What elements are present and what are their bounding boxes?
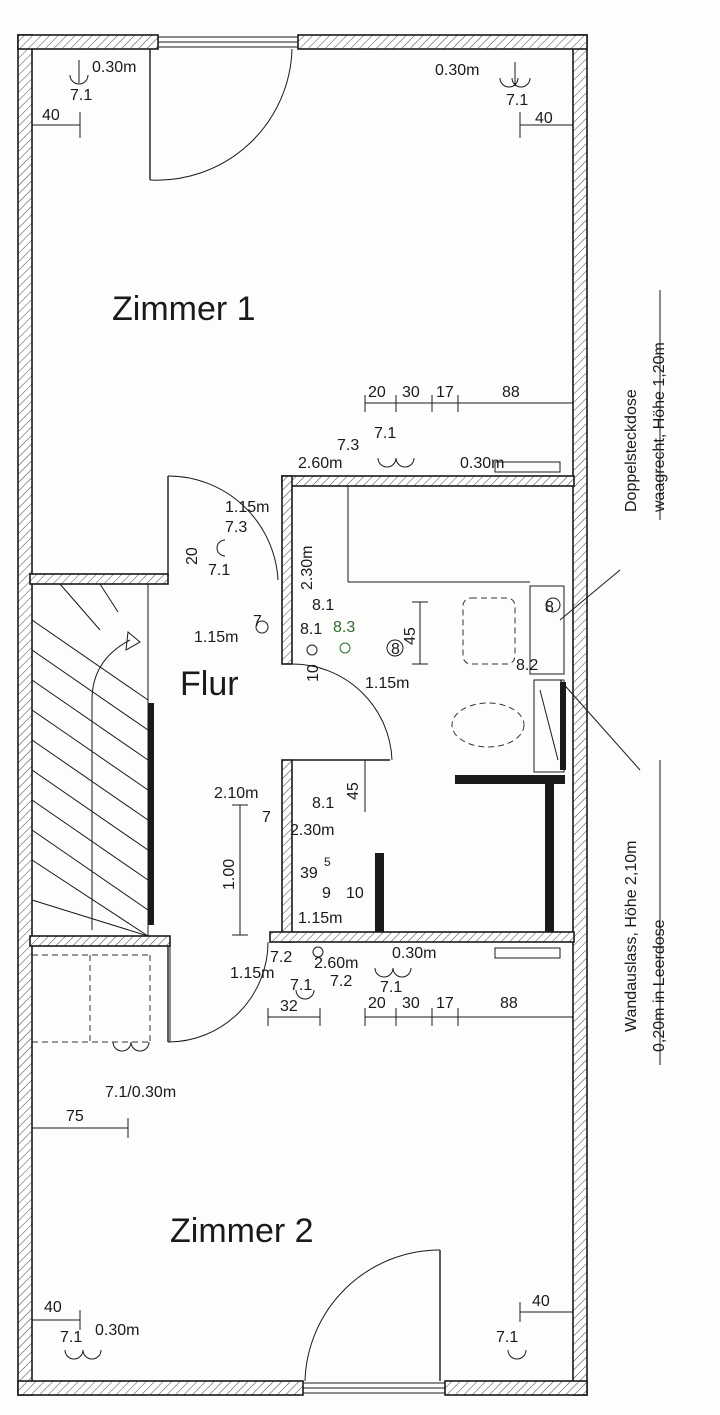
label: 20 xyxy=(368,384,386,401)
label: 2.60m xyxy=(298,455,342,472)
label: 7.1/0.30m xyxy=(105,1084,176,1101)
label: 17 xyxy=(436,384,454,401)
label: 8.1 xyxy=(312,795,334,812)
label: 0.30m xyxy=(392,945,436,962)
label: 32 xyxy=(280,998,298,1015)
room-name-zimmer1: Zimmer 1 xyxy=(112,290,256,328)
label: 2.60m xyxy=(314,955,358,972)
label: 2.30m xyxy=(299,546,316,590)
label: 7.1 xyxy=(374,425,396,442)
annotation-labels: 0.30m 7.1 40 0.30m 7.1 40 20 30 17 88 7.… xyxy=(42,59,554,1346)
outlet-symbols xyxy=(64,60,561,1360)
interior-walls xyxy=(29,475,575,947)
note-doppelsteckdose-2: waagrecht, Höhe 1,20m xyxy=(651,342,668,513)
label: 1.00 xyxy=(221,859,238,890)
note-doppelsteckdose-1: Doppelsteckdose xyxy=(623,389,640,512)
note-wandauslass-1: Wandauslass, Höhe 2,10m xyxy=(623,840,640,1032)
flur-doors xyxy=(167,475,393,1043)
label: 1.15m xyxy=(230,965,274,982)
label: 1.15m xyxy=(298,910,342,927)
label: 0.30m xyxy=(92,59,136,76)
label: 8.3 xyxy=(333,619,355,636)
label: 20 xyxy=(184,547,201,565)
label: 2.30m xyxy=(290,822,334,839)
label: 7.3 xyxy=(225,519,247,536)
label: 9 xyxy=(322,885,331,902)
label: 30 xyxy=(402,384,420,401)
label: 20 xyxy=(368,995,386,1012)
label: 7.1 xyxy=(60,1329,82,1346)
label: 7.1 xyxy=(208,562,230,579)
label: 45 xyxy=(345,782,362,800)
bath-fixtures xyxy=(347,486,566,773)
radiators xyxy=(494,461,561,959)
label: 40 xyxy=(532,1293,550,1310)
label: 30 xyxy=(402,995,420,1012)
label: 8 xyxy=(545,599,554,616)
label: 7.1 xyxy=(496,1329,518,1346)
label: 1.15m xyxy=(194,629,238,646)
label: 7.1 xyxy=(290,977,312,994)
label: 8 xyxy=(391,641,400,658)
room-name-zimmer2: Zimmer 2 xyxy=(170,1212,314,1250)
label: 0.30m xyxy=(460,455,504,472)
label: 7 xyxy=(253,613,262,630)
label: 2.10m xyxy=(214,785,258,802)
label: 7.1 xyxy=(70,87,92,104)
label: 0.30m xyxy=(95,1322,139,1339)
dimension-lines xyxy=(32,112,661,1330)
staircase xyxy=(31,583,171,1043)
label: 1.15m xyxy=(365,675,409,692)
label: 40 xyxy=(44,1299,62,1316)
label: 88 xyxy=(500,995,518,1012)
label: 7.2 xyxy=(270,949,292,966)
outer-walls xyxy=(17,34,588,1396)
label: 40 xyxy=(42,107,60,124)
label: 0.30m xyxy=(435,62,479,79)
label: 7.1 xyxy=(380,979,402,996)
label: 75 xyxy=(66,1108,84,1125)
label: 17 xyxy=(436,995,454,1012)
room-name-flur: Flur xyxy=(180,665,239,703)
label: 45 xyxy=(402,627,419,645)
label: 5 xyxy=(324,855,331,869)
label: 8.1 xyxy=(312,597,334,614)
note-wandauslass-2: 0,20m in Leerdose xyxy=(651,919,668,1052)
label: 8.2 xyxy=(516,657,538,674)
label: 7.3 xyxy=(337,437,359,454)
label: 7 xyxy=(262,809,271,826)
label: 88 xyxy=(502,384,520,401)
label: 7.1 xyxy=(506,92,528,109)
label: 8.1 xyxy=(300,621,322,638)
label: 10 xyxy=(346,885,364,902)
zimmer1-door xyxy=(149,36,299,181)
label: 7.2 xyxy=(330,973,352,990)
label: 39 xyxy=(300,865,318,882)
label: 40 xyxy=(535,110,553,127)
zimmer2-door xyxy=(302,1249,446,1394)
label: 10 xyxy=(305,664,322,682)
label: 1.15m xyxy=(225,499,269,516)
